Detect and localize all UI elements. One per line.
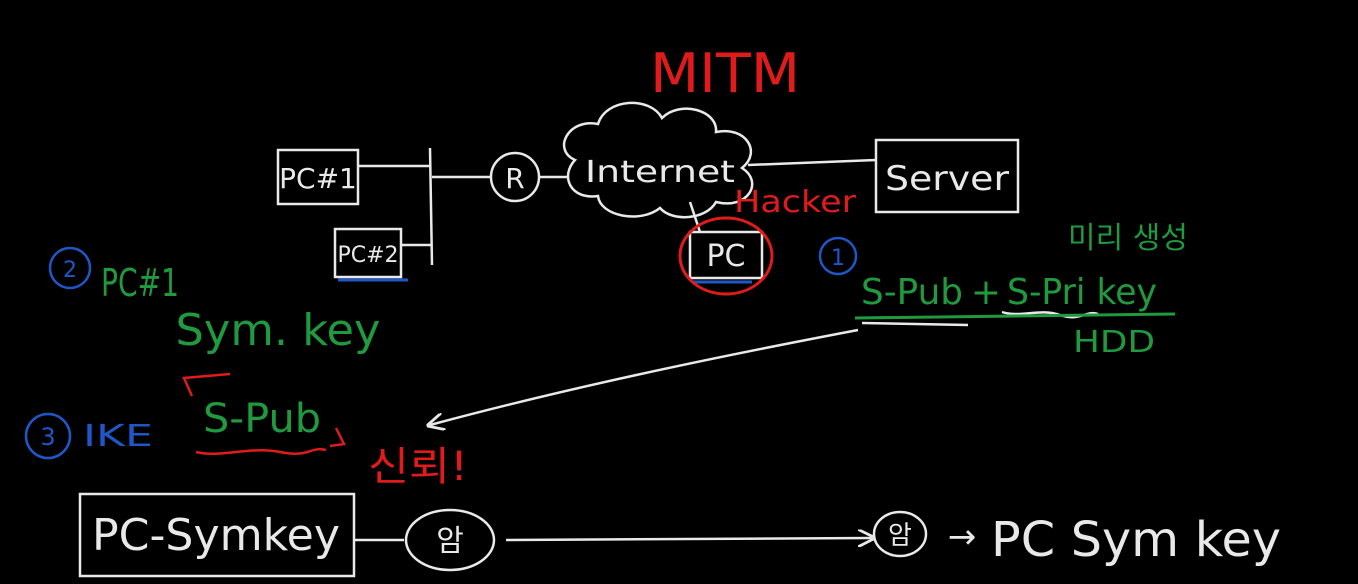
decrypt-circle [872, 510, 928, 558]
pc-symkey-box [78, 492, 356, 578]
router-label: R [505, 162, 524, 195]
encrypt-label: 암 [436, 524, 464, 559]
internet-cloud: Internet [562, 101, 754, 219]
result-arrow: → [948, 517, 977, 557]
step2-symkey-label: Sym. key [176, 305, 381, 356]
pre-generated-note: 미리 생성 [1068, 221, 1188, 256]
hacker-pc-box [688, 230, 764, 280]
hacker-label: Hacker [734, 185, 857, 220]
lan-wiring [358, 147, 492, 266]
pc1-node: PC#1 [276, 148, 360, 206]
keys-plus: + [971, 272, 1001, 313]
client-step3: 3 IKE S-Pub 신뢰! [24, 372, 468, 490]
pub-key-transfer-arrow [430, 328, 859, 425]
bracket-close [329, 427, 346, 448]
internet-to-server [747, 158, 877, 167]
step2-num: 2 [63, 258, 77, 283]
client-step2: 2 PC#1 Sym. key [48, 246, 381, 356]
internet-label: Internet [585, 155, 735, 190]
step3-num: 3 [40, 423, 55, 451]
cloud-shape [562, 101, 754, 219]
hacker-pc-circle [678, 216, 774, 296]
server-pri-key: S-Pri key [1007, 272, 1157, 313]
pc-sym-key-result: PC Sym key [991, 512, 1281, 568]
hacker-pc-label: PC [706, 239, 745, 274]
bracket-open [182, 372, 231, 397]
step1-num: 1 [831, 246, 845, 271]
pc1-box [276, 148, 360, 206]
received-pub-key: S-Pub [203, 396, 321, 442]
pc2-node: PC#2 [333, 227, 408, 282]
router-node: R [489, 151, 568, 203]
decrypt-label: 암 [888, 521, 912, 551]
trust-label: 신뢰! [368, 444, 468, 490]
lan-bus [428, 147, 434, 266]
ike-label: IKE [83, 419, 153, 454]
encrypt-circle [404, 508, 496, 572]
pub-key-underline [861, 321, 969, 327]
pc1-label: PC#1 [279, 162, 357, 195]
pc2-box [333, 227, 403, 279]
hdd-label: HDD [1073, 325, 1155, 360]
title-mitm: MITM [650, 42, 800, 105]
server-pub-key: S-Pub [861, 272, 963, 313]
encrypted-transfer-arrow [505, 538, 872, 540]
step2-pc-label: PC#1 [101, 261, 179, 305]
step2-circle [48, 246, 92, 290]
server-label: Server [885, 159, 1009, 199]
server-box [874, 138, 1020, 214]
pc-symkey-label: PC-Symkey [92, 510, 340, 561]
bottom-flow: PC-Symkey 암 암 → PC Sym key [78, 492, 1281, 578]
pc2-label: PC#2 [337, 243, 398, 268]
server-node: Server [874, 138, 1020, 214]
hacker-node: Hacker PC [678, 185, 857, 296]
server-keys: 1 미리 생성 S-Pub + S-Pri key HDD [818, 221, 1188, 360]
step3-circle [24, 412, 72, 460]
step1-circle [818, 236, 858, 276]
received-key-underline [195, 447, 327, 455]
fraction-bar [854, 312, 1176, 320]
